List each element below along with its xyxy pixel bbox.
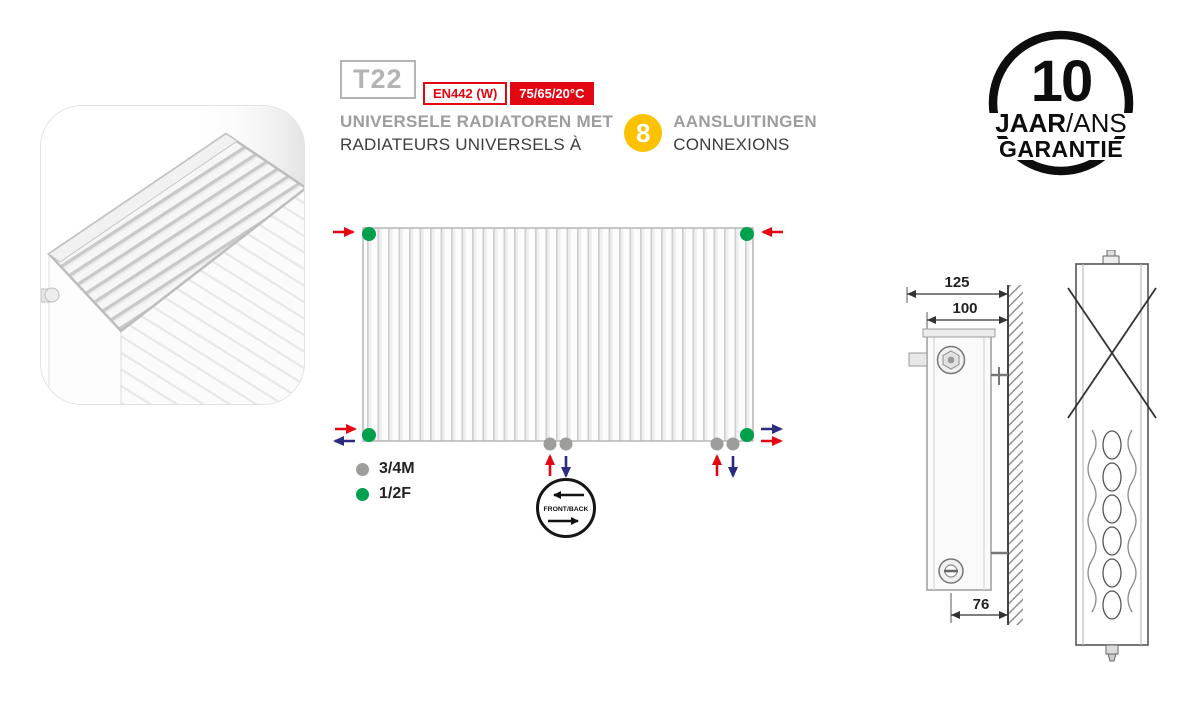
convector-fin-left: [1087, 429, 1097, 613]
warranty-garantie: GARANTIE: [999, 136, 1123, 162]
water-channel-2: [1102, 462, 1122, 492]
connection-dot-top-right: [740, 227, 754, 241]
side-view-dimension-drawing: 125 100 76: [906, 274, 1023, 625]
ring-gap-band-2: [991, 139, 1131, 160]
warranty-years: 10: [1031, 49, 1092, 114]
titles-right: AANSLUITINGEN CONNEXIONS: [673, 110, 817, 156]
connection-dot-bottom-left: [362, 428, 376, 442]
connection-dot-bottom-right: [740, 428, 754, 442]
water-channel-4: [1102, 526, 1122, 556]
break-line-2: [1067, 287, 1157, 419]
bleed-valve-tip: [1106, 250, 1116, 257]
dim-label-125: 125: [944, 274, 969, 291]
radiator-body: [362, 227, 754, 442]
top-grille-cap: [922, 328, 996, 338]
warranty-ring: [988, 30, 1134, 176]
water-channel-6: [1102, 590, 1122, 620]
radiator-side-body: [926, 334, 992, 591]
water-channel-1: [1102, 430, 1122, 460]
connection-dot-bottom-offset-left: [710, 437, 724, 451]
norm-label: EN442 (W): [423, 82, 508, 105]
drain-plug-tip: [1107, 653, 1117, 662]
title-french: RADIATEURS UNIVERSELS À: [340, 135, 582, 154]
valve-knob: [44, 287, 60, 303]
warranty-jaar: JAAR: [995, 108, 1066, 138]
male-connection-label: 3/4M: [379, 460, 415, 477]
type-code-box: T22: [340, 60, 416, 99]
gray-dot-icon: [356, 462, 369, 476]
connections-french: CONNEXIONS: [673, 135, 790, 154]
legend-row-male: 3/4M: [356, 460, 415, 478]
dim-label-76: 76: [973, 596, 990, 613]
title-dutch: UNIVERSELE RADIATOREN MET: [340, 112, 614, 131]
spec-pill: EN442 (W) 75/65/20°C: [423, 82, 594, 105]
bleed-valve-body: [1102, 255, 1120, 265]
front-back-badge: FRONT/BACK: [536, 478, 596, 538]
warranty-line2: JAAR/ANS: [995, 108, 1126, 138]
radiator-photo-card: [40, 105, 305, 405]
connection-dot-bottom-center-left: [543, 437, 557, 451]
dim-label-100: 100: [952, 300, 977, 317]
connection-dot-bottom-center-right: [559, 437, 573, 451]
water-channel-5: [1102, 558, 1122, 588]
legend-row-female: 1/2F: [356, 485, 415, 503]
valve-center: [947, 356, 955, 364]
connections-dutch: AANSLUITINGEN: [673, 112, 817, 131]
title-row: UNIVERSELE RADIATOREN MET RADIATEURS UNI…: [340, 110, 817, 156]
cross-section-drawing: [1067, 250, 1157, 662]
temperature-label: 75/65/20°C: [510, 82, 594, 105]
front-back-arrows: FRONT/BACK: [544, 491, 589, 525]
connections-count-badge: 8: [624, 114, 663, 152]
grille-frame-edge: [48, 133, 238, 263]
warranty-ans: /ANS: [1066, 108, 1127, 138]
connection-dot-bottom-offset-right: [726, 437, 740, 451]
convector-fin-right: [1127, 429, 1137, 613]
front-back-label: FRONT/BACK: [544, 506, 589, 513]
water-channel-3: [1102, 494, 1122, 524]
radiator-front-connection-diagram: [333, 227, 783, 478]
connection-dot-top-left: [362, 227, 376, 241]
ring-gap-band-1: [985, 113, 1137, 136]
green-dot-icon: [356, 487, 369, 501]
female-connection-label: 1/2F: [379, 485, 412, 502]
warranty-badge: 10 JAAR/ANS GARANTIE: [985, 30, 1137, 176]
titles-left: UNIVERSELE RADIATOREN MET RADIATEURS UNI…: [340, 110, 613, 156]
radiator-photo-illustration: [41, 106, 304, 404]
valve-stub-side: [908, 352, 928, 367]
drain-plug: [1105, 644, 1119, 655]
wall-hatching: [1008, 285, 1023, 625]
connection-legend: 3/4M 1/2F: [356, 460, 415, 510]
